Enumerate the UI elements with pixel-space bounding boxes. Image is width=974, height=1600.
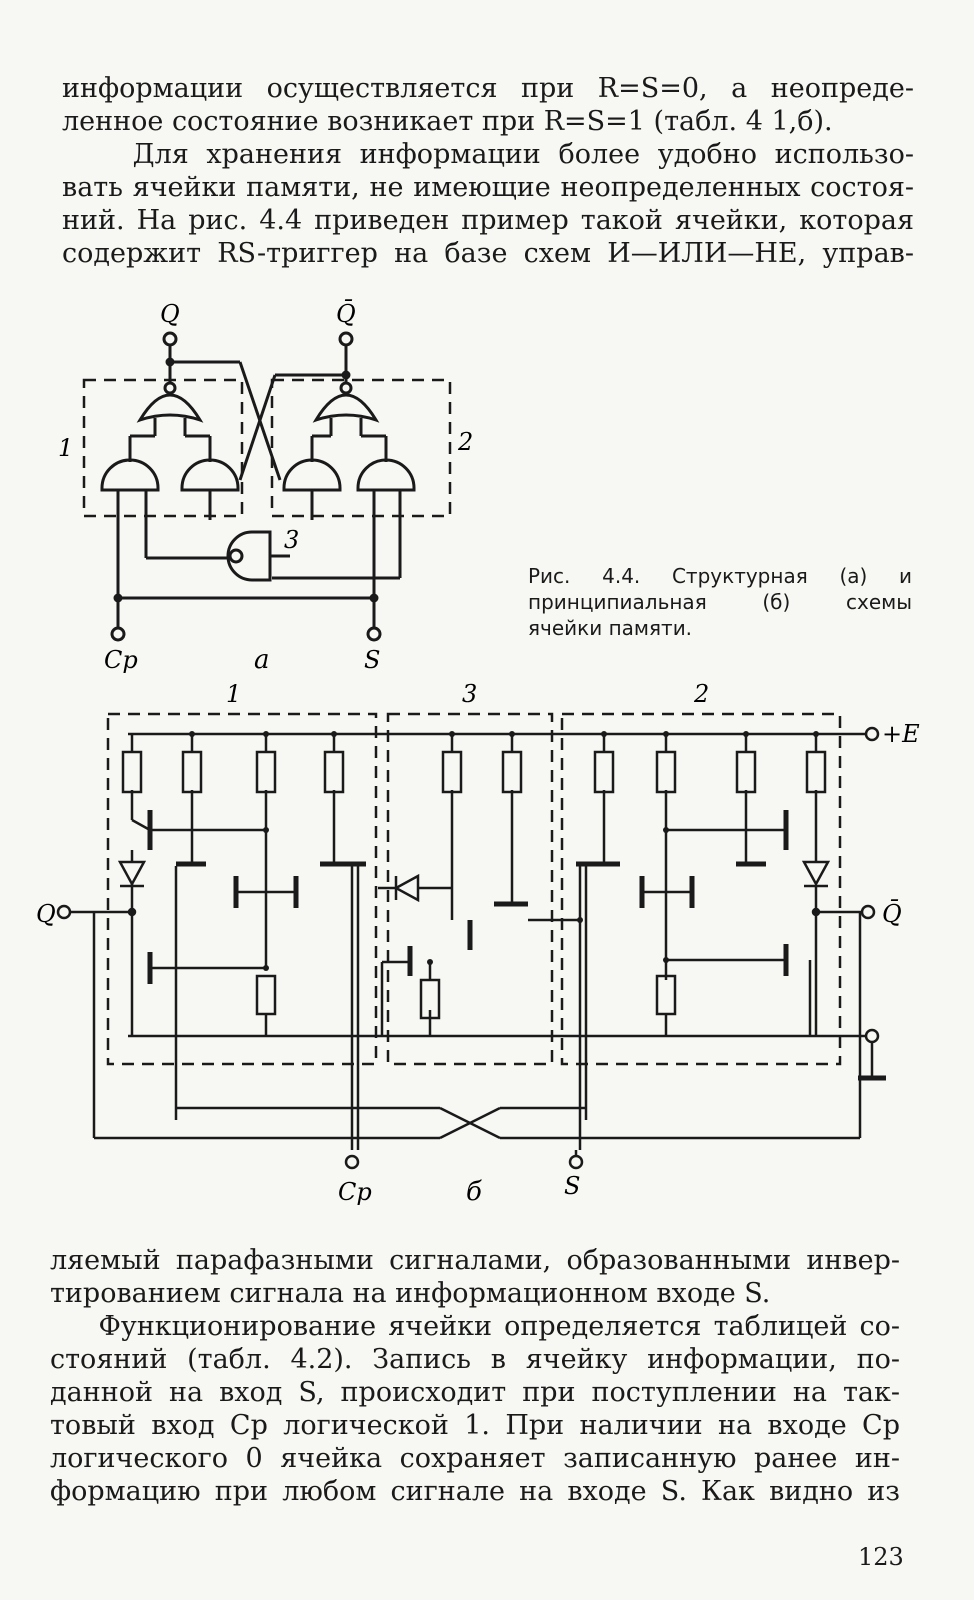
figure-caption: Рис. 4.4. Структурная (а) и принципиальн… (528, 563, 912, 641)
text-line: содержит RS-триггер на базе схем И—ИЛИ—Н… (62, 238, 914, 269)
fig-a-label-s: S (364, 646, 380, 674)
fig-b-label-cp: Cp (338, 1178, 372, 1206)
resistor (121, 750, 143, 794)
top-paragraph: информации осуществляется при R=S=0, а н… (62, 72, 914, 270)
text-line: ленное состояние возникает при R=S=1 (та… (62, 106, 833, 137)
text-line: формацию при любом сигнале на входе S. К… (50, 1476, 900, 1507)
caption-line: ячейки памяти. (528, 616, 693, 640)
fig-a-label-q: Q (160, 300, 180, 328)
fig-b-label: б (466, 1177, 482, 1207)
fig-a-label-qbar: Q̄ (336, 300, 356, 328)
text-line: тированием сигнала на информационном вхо… (50, 1278, 771, 1309)
text-line: ляемый парафазными сигналами, образованн… (50, 1245, 900, 1276)
fig-a-block-1: 1 (58, 434, 73, 462)
text-line: информации осуществляется при R=S=0, а н… (62, 73, 914, 104)
resistor (655, 974, 677, 1016)
text-line: Функционирование ячейки определяется таб… (50, 1311, 900, 1342)
fig-a-label-cp: Cp (104, 646, 138, 674)
fig-b-block-2: 2 (693, 680, 709, 708)
resistor (501, 750, 523, 794)
resistor (593, 750, 615, 794)
text-line: вать ячейки памяти, не имеющие неопредел… (62, 172, 914, 203)
caption-line: Рис. 4.4. Структурная (а) и (528, 564, 912, 588)
figure-b-schematic: 1 3 2 +E Q Q̄ Cp б S (36, 680, 920, 1207)
fig-b-label-q: Q (36, 900, 56, 928)
resistor (181, 750, 203, 794)
resistor (655, 750, 677, 794)
text-line: логического 0 ячейка сохраняет записанну… (50, 1443, 900, 1474)
resistor (735, 750, 757, 794)
fig-b-block-3: 3 (462, 680, 477, 708)
fig-a-block-2: 2 (457, 428, 473, 456)
text-line: данной на вход S, происходит при поступл… (50, 1377, 900, 1408)
page-number: 123 (858, 1543, 904, 1571)
figure-a-diagram: Q Q̄ 1 2 3 Cp S а (58, 300, 473, 675)
text-line: ний. На рис. 4.4 приведен пример такой я… (62, 205, 914, 236)
resistor (323, 750, 345, 794)
resistor (255, 750, 277, 794)
fig-b-label-qbar: Q̄ (882, 900, 902, 928)
caption-line: принципиальная (б) схемы (528, 590, 912, 614)
fig-a-label: а (254, 645, 270, 675)
resistor (255, 974, 277, 1016)
resistor (441, 750, 463, 794)
text-line: Для хранения информации более удобно исп… (62, 139, 914, 170)
fig-a-block-3: 3 (284, 526, 299, 554)
text-line: стояний (табл. 4.2). Запись в ячейку инф… (50, 1344, 900, 1375)
bottom-paragraph: ляемый парафазными сигналами, образованн… (50, 1244, 900, 1508)
fig-b-supply-label: +E (882, 720, 920, 748)
fig-b-label-s: S (564, 1172, 580, 1200)
fig-b-block-1: 1 (226, 680, 241, 708)
resistor (805, 750, 827, 794)
text-line: товый вход Cp логической 1. При наличии … (50, 1410, 900, 1441)
